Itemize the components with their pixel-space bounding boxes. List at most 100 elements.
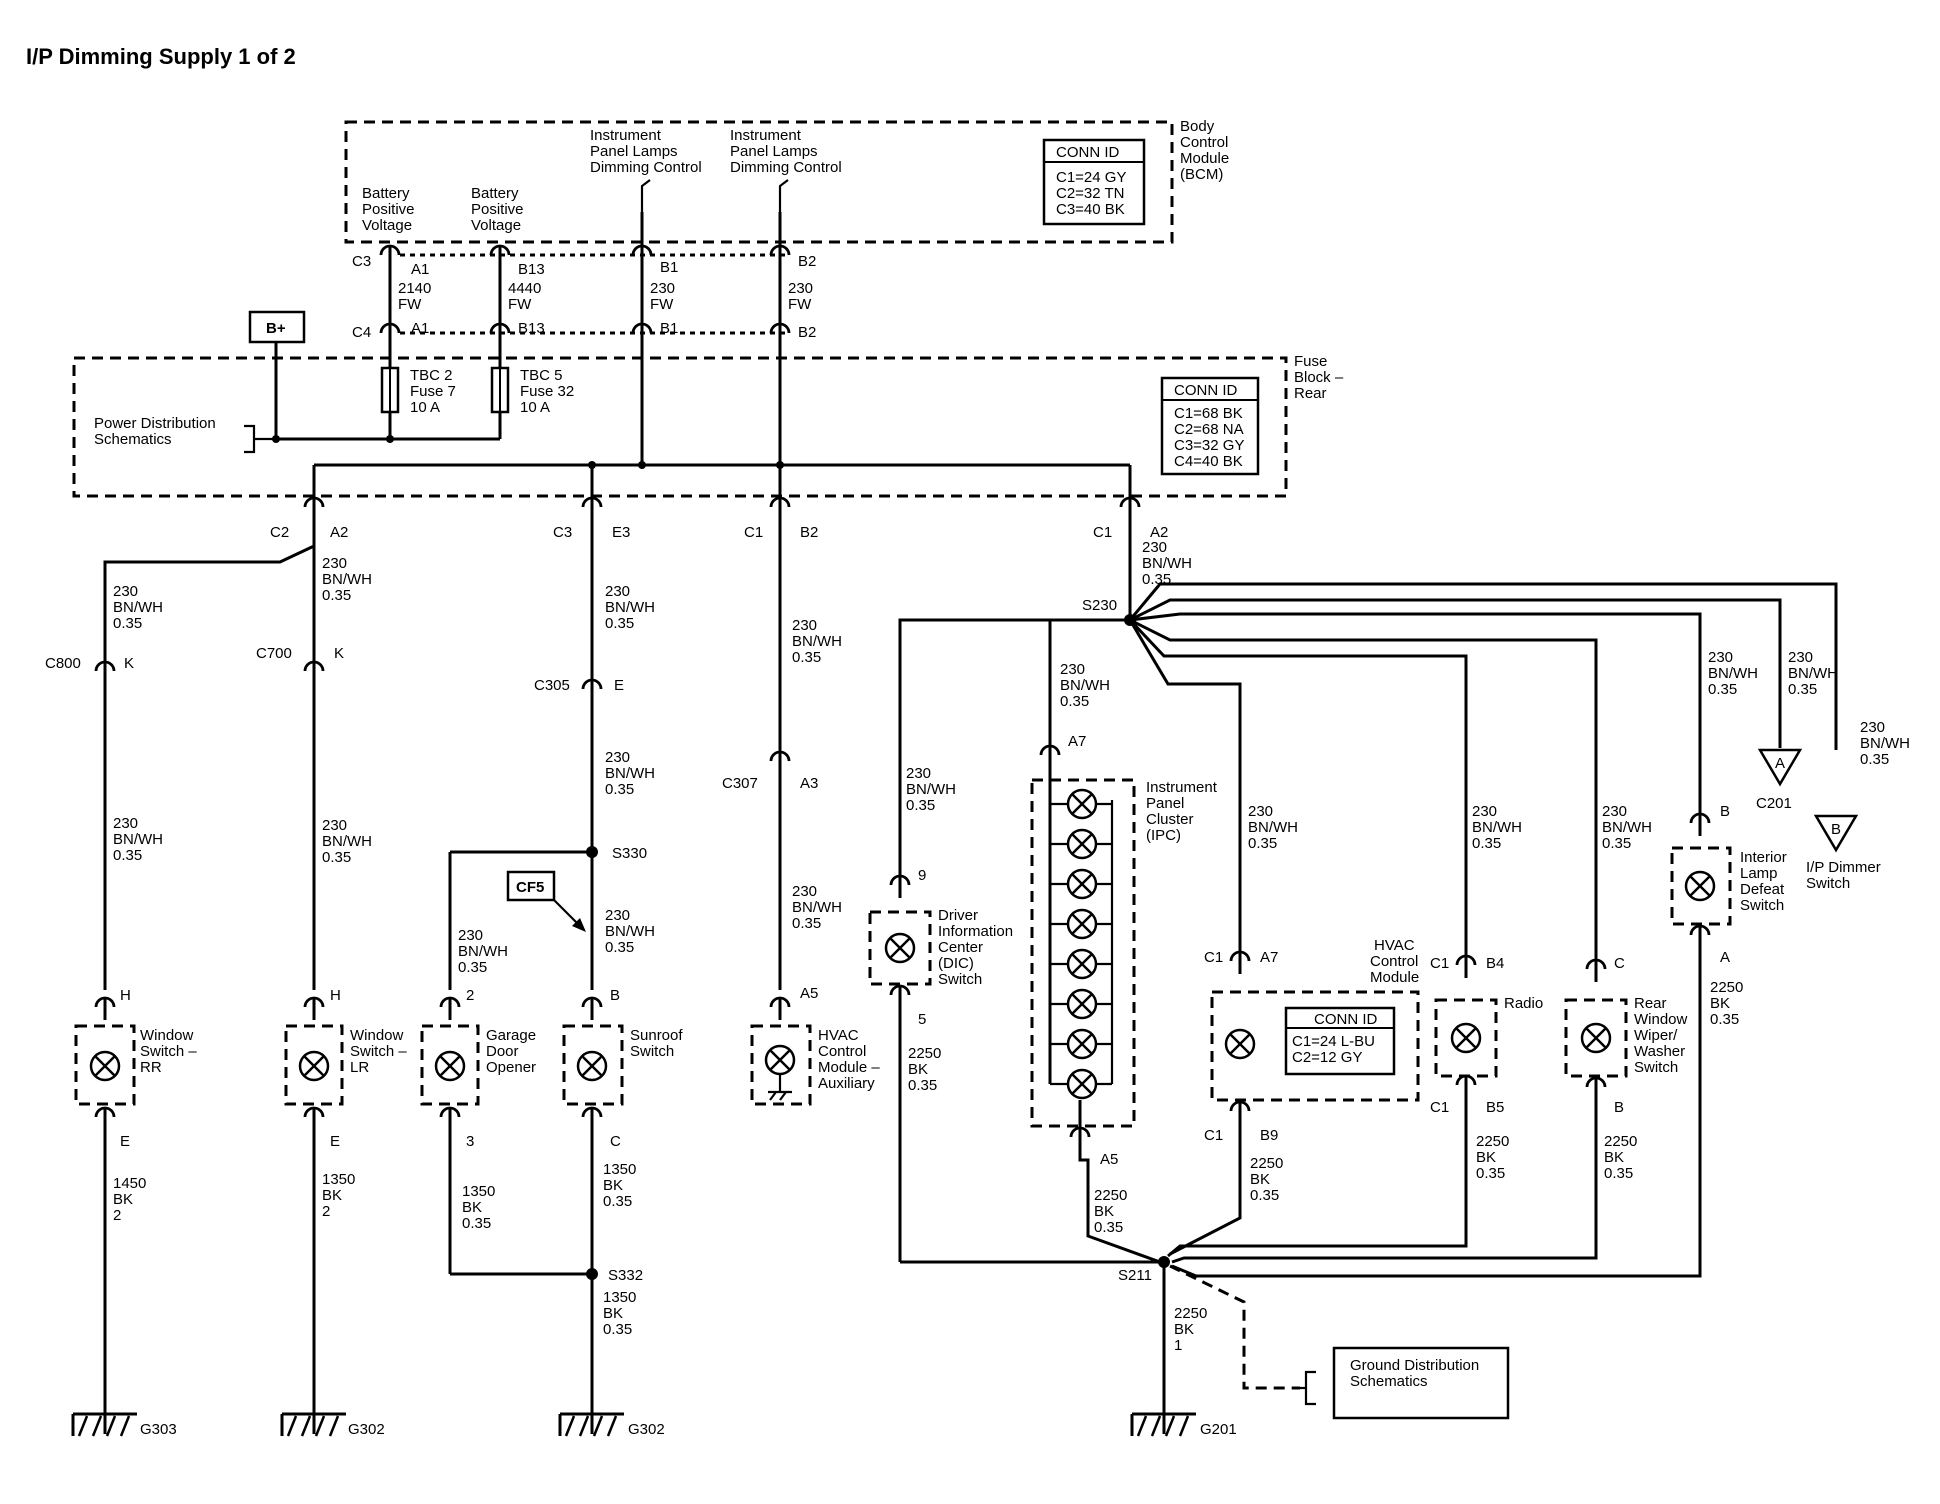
diagram-label: K: [124, 655, 134, 672]
diagram-label: 230: [1602, 803, 1627, 820]
diagram-label: G201: [1200, 1421, 1237, 1438]
diagram-label: 1350: [322, 1171, 355, 1188]
diagram-label: B: [1720, 803, 1730, 820]
diagram-label: 0.35: [1248, 835, 1277, 852]
diagram-label: Fuse 7: [410, 383, 456, 400]
diagram-label: A7: [1260, 949, 1278, 966]
diagram-label: 10 A: [410, 399, 440, 416]
diagram-label: BN/WH: [1142, 555, 1192, 572]
diagram-label: 230: [792, 617, 817, 634]
diagram-label: FW: [650, 296, 674, 313]
diagram-label: Schematics: [94, 431, 172, 448]
diagram-label: BN/WH: [322, 571, 372, 588]
diagram-label: Battery: [362, 185, 410, 202]
diagram-label: B1: [660, 320, 678, 337]
diagram-label: 2140: [398, 280, 431, 297]
ipc-dimming-circuit: 230 BN/WH 0.35 S230 230 BN/WH 0.35 230 B…: [868, 520, 1910, 1438]
window-switch-rr-circuit: C800 K 230 BN/WH 0.35 230 BN/WH 0.35 H W…: [45, 520, 316, 1438]
diagram-label: 2250: [1476, 1133, 1509, 1150]
diagram-label: C1=24 L-BU: [1292, 1033, 1375, 1050]
diagram-label: HVAC: [1374, 937, 1415, 954]
diagram-label: 0.35: [792, 915, 821, 932]
diagram-label: B: [1614, 1099, 1624, 1116]
offpage-b-ip-dimmer: B I/P Dimmer Switch: [1806, 814, 1881, 892]
diagram-label: 2: [322, 1203, 330, 1220]
diagram-label: 4440: [508, 280, 541, 297]
diagram-label: BK: [1094, 1203, 1114, 1220]
bplus-box: B+: [248, 310, 306, 344]
diagram-label: BN/WH: [1060, 677, 1110, 694]
diagram-label: 9: [918, 867, 926, 884]
diagram-label: Information: [938, 923, 1013, 940]
diagram-label: B13: [518, 261, 545, 278]
diagram-label: 0.35: [113, 615, 142, 632]
diagram-label: Switch: [1634, 1059, 1678, 1076]
diagram-label: 230: [1788, 649, 1813, 666]
dim1-switch-icon: [640, 179, 651, 212]
diagram-label: 0.35: [906, 797, 935, 814]
diagram-label: 0.35: [1602, 835, 1631, 852]
diagram-label: Positive: [471, 201, 524, 218]
bpv2-label: Battery Positive Voltage: [471, 185, 524, 234]
diagram-label: Instrument: [730, 127, 802, 144]
diagram-label: G302: [348, 1421, 385, 1438]
cf5-callout: CF5: [506, 870, 586, 932]
diagram-label: FW: [398, 296, 422, 313]
diagram-label: Instrument: [1146, 779, 1218, 796]
diagram-label: 2250: [1250, 1155, 1283, 1172]
diagram-label: 0.35: [908, 1077, 937, 1094]
diagram-label: Switch –: [350, 1043, 407, 1060]
diagram-label: 230: [1248, 803, 1273, 820]
diagram-label: E: [120, 1133, 130, 1150]
diagram-label: 0.35: [322, 849, 351, 866]
diagram-label: C: [610, 1133, 621, 1150]
diagram-label: A3: [800, 775, 818, 792]
diagram-label: BN/WH: [1860, 735, 1910, 752]
diagram-label: Block –: [1294, 369, 1344, 386]
diagram-label: BN/WH: [113, 831, 163, 848]
diagram-label: Ground Distribution: [1350, 1357, 1479, 1374]
diagram-label: C2=68 NA: [1174, 421, 1244, 438]
diagram-label: BN/WH: [322, 833, 372, 850]
diagram-label: BK: [603, 1177, 623, 1194]
diagram-label: 0.35: [1788, 681, 1817, 698]
diagram-label: B2: [798, 253, 816, 270]
diagram-label: C4: [352, 324, 371, 341]
diagram-label: Sunroof: [630, 1027, 683, 1044]
diagram-label: 230: [113, 583, 138, 600]
diagram-label: C2=32 TN: [1056, 185, 1125, 202]
diagram-label: 2250: [1710, 979, 1743, 996]
diagram-label: 1450: [113, 1175, 146, 1192]
bcm-conn-id: CONN ID C1=24 GY C2=32 TN C3=40 BK: [1042, 138, 1146, 226]
diagram-label: 230: [1708, 649, 1733, 666]
diagram-label: C1: [1204, 949, 1223, 966]
diagram-label: Module: [1370, 969, 1419, 986]
diagram-label: Fuse 32: [520, 383, 574, 400]
diagram-label: Radio: [1504, 995, 1543, 1012]
diagram-label: B2: [800, 524, 818, 541]
diagram-label: 0.35: [458, 959, 487, 976]
diagram-label: HVAC: [818, 1027, 859, 1044]
diagram-label: BK: [462, 1199, 482, 1216]
diagram-label: CONN ID: [1174, 382, 1238, 399]
diagram-label: Positive: [362, 201, 415, 218]
diagram-label: 1350: [603, 1161, 636, 1178]
diagram-label: 230: [906, 765, 931, 782]
diagram-label: Dimming Control: [590, 159, 702, 176]
diagram-label: Control: [1180, 134, 1228, 151]
diagram-label: BN/WH: [792, 633, 842, 650]
diagram-label: 0.35: [322, 587, 351, 604]
diagram-label: 230: [650, 280, 675, 297]
supply-wiring: [272, 212, 1132, 502]
diagram-label: G303: [140, 1421, 177, 1438]
diagram-label: G302: [628, 1421, 665, 1438]
diagram-label: BK: [603, 1305, 623, 1322]
diagram-label: 1350: [462, 1183, 495, 1200]
diagram-label: C1: [1093, 524, 1112, 541]
diagram-label: 230: [792, 883, 817, 900]
diagram-label: Wiper/: [1634, 1027, 1678, 1044]
diagram-label: C800: [45, 655, 81, 672]
diagram-label: C3=40 BK: [1056, 201, 1125, 218]
diagram-label: 10 A: [520, 399, 550, 416]
